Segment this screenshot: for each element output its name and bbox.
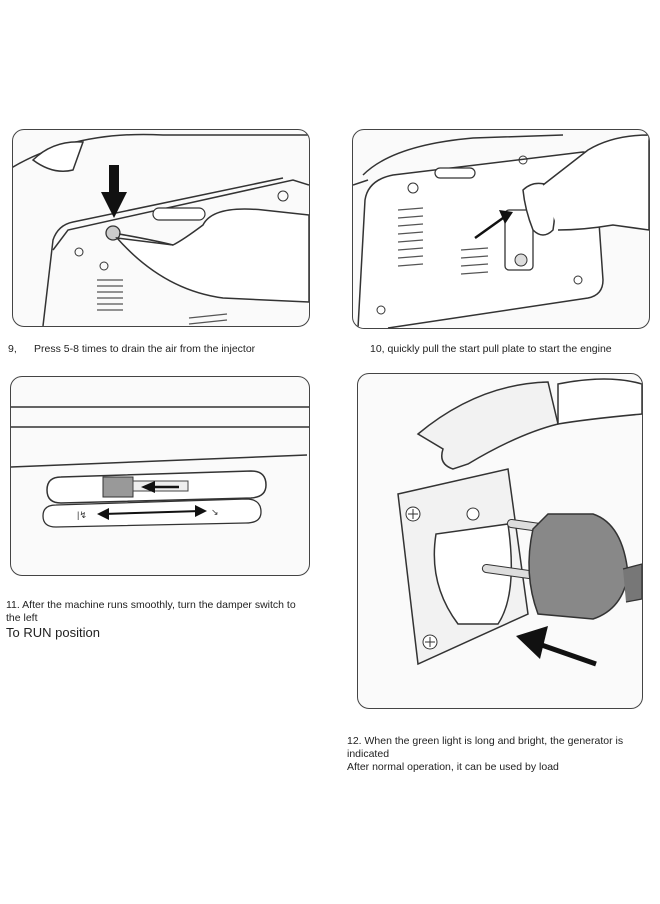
step-11-line-3: To RUN position [6, 625, 100, 640]
pull-start-drawing [353, 134, 649, 328]
step-11-line-1: 11. After the machine runs smoothly, tur… [6, 599, 296, 611]
step-11-illustration: |↯ ↘ [10, 376, 310, 576]
step-9-number: 9, [8, 343, 17, 355]
step-9-text: Press 5-8 times to drain the air from th… [34, 343, 256, 355]
step-12-illustration [357, 373, 643, 709]
step-10-text: 10, quickly pull the start pull plate to… [370, 343, 612, 355]
step-12-line-3: After normal operation, it can be used b… [347, 761, 559, 773]
step-9-illustration [12, 129, 310, 327]
damper-switch-drawing: |↯ ↘ [11, 406, 309, 528]
step-11-caption: 11. After the machine runs smoothly, tur… [6, 599, 316, 641]
step-10-illustration [352, 129, 650, 329]
step-12-caption: 12. When the green light is long and bri… [347, 735, 647, 774]
svg-text:↘: ↘ [211, 507, 219, 517]
injector-press-drawing [13, 133, 309, 326]
socket-plug-drawing [397, 378, 642, 667]
step-9-caption: 9, Press 5-8 times to drain the air from … [8, 343, 308, 356]
step-12-line-1: 12. When the green light is long and bri… [347, 735, 624, 747]
svg-text:|↯: |↯ [77, 510, 87, 520]
step-10-caption: 10, quickly pull the start pull plate to… [370, 343, 650, 356]
step-12-line-2: indicated [347, 748, 390, 760]
step-11-line-2: the left [6, 612, 38, 624]
